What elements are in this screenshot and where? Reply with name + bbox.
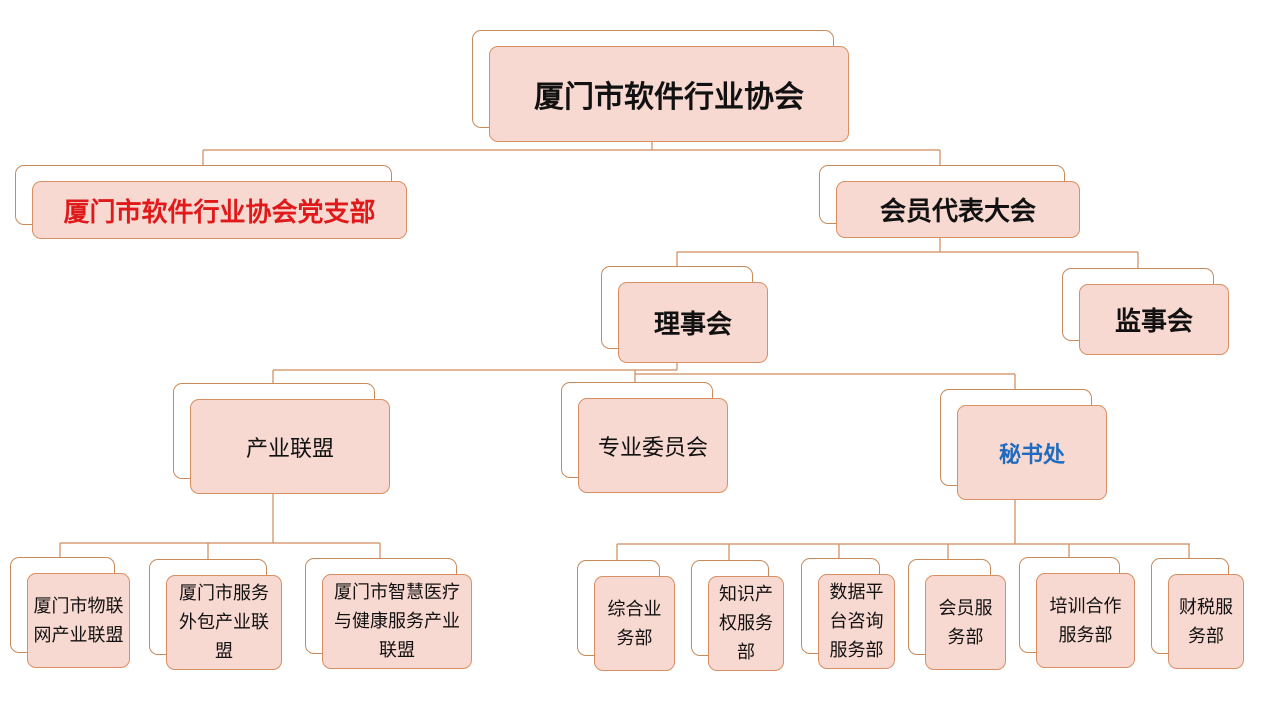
node-members-congress-label: 会员代表大会 <box>836 181 1080 238</box>
node-dept-member-service-label: 会员服务部 <box>925 575 1006 670</box>
node-alliance-health-label: 厦门市智慧医疗与健康服务产业联盟 <box>322 574 472 669</box>
node-alliance-iot-label: 厦门市物联网产业联盟 <box>27 573 130 668</box>
node-council-label: 理事会 <box>618 282 768 363</box>
node-secretariat-label: 秘书处 <box>957 405 1107 500</box>
node-special-committee-label: 专业委员会 <box>578 398 728 493</box>
node-alliance-outsourcing-label: 厦门市服务外包产业联盟 <box>166 575 282 670</box>
node-dept-general-label: 综合业务部 <box>594 576 675 671</box>
node-dept-finance-tax-label: 财税服务部 <box>1168 574 1244 669</box>
node-supervisory-board-label: 监事会 <box>1079 284 1229 355</box>
node-dept-data-platform-label: 数据平台咨询服务部 <box>818 574 895 669</box>
node-industry-alliance-label: 产业联盟 <box>190 399 390 494</box>
node-root-label: 厦门市软件行业协会 <box>489 46 849 142</box>
node-party-branch-label: 厦门市软件行业协会党支部 <box>32 181 407 239</box>
node-dept-training-label: 培训合作服务部 <box>1036 573 1135 668</box>
node-dept-ip-label: 知识产权服务部 <box>708 576 784 671</box>
